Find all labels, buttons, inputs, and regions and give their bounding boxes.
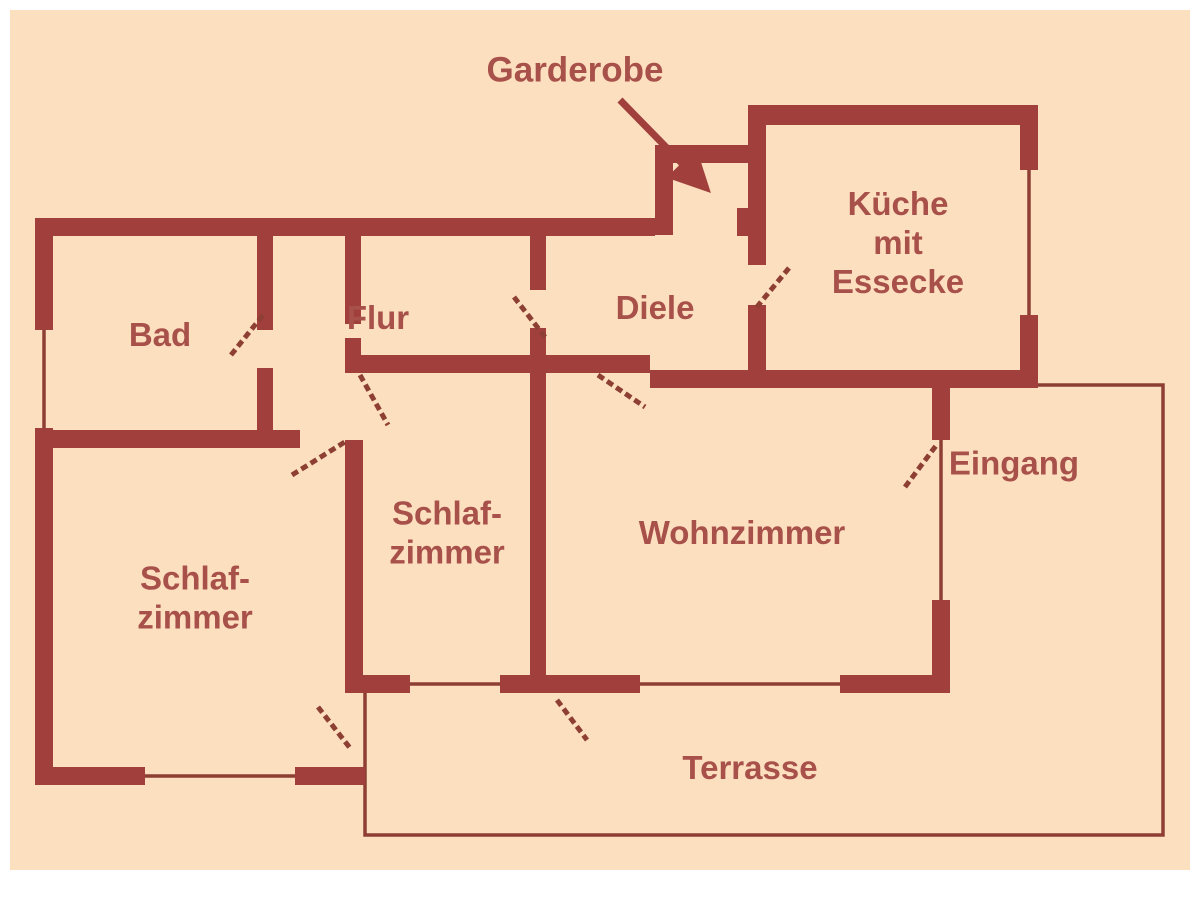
wall-kueche-right-upper [1020,105,1038,170]
room-label-line: zimmer [137,598,253,635]
room-label-diele: Diele [616,289,695,326]
wall-eingang-upper [932,388,950,440]
room-label-line: Küche [848,185,949,222]
wall-wohnzimmer-bottom [840,675,950,693]
door-diele-west [512,295,547,339]
wall-kueche-left-lower [748,305,766,373]
room-label-bad: Bad [129,316,191,353]
wall-schlafmitte-bottom-r [500,675,640,693]
wall-diele-left-upper [530,230,546,290]
room-label-schlafzimmer-links: Schlaf-zimmer [137,559,253,635]
callout-label-eingang: Eingang [949,445,1079,482]
door-bad [229,313,265,357]
room-label-line: Terrasse [682,749,817,786]
wall-kueche-top [748,105,1038,125]
door-schlafmitte [290,437,350,478]
door-flur-south [357,373,391,427]
room-label-schlafzimmer-mitte: Schlaf-zimmer [389,494,505,570]
room-label-wohnzimmer: Wohnzimmer [639,514,846,551]
room-label-line: Essecke [832,263,964,300]
terrace-boundary [363,383,1165,837]
wall-flur-corner [345,338,361,373]
door-swings-layer [229,266,791,750]
room-label-flur: Flur [347,299,409,336]
windows-layer [42,170,1031,778]
door-terrasse-left [316,705,352,750]
wall-schlafmitte-left [345,440,363,690]
wall-bad-right-lower [257,368,273,446]
callout-arrow-garderobe [617,97,711,194]
walls-layer [35,105,1038,785]
room-label-line: Schlaf- [140,559,250,596]
room-label-terrasse: Terrasse [682,749,817,786]
room-label-line: Bad [129,316,191,353]
wall-kueche-right-lower [1020,315,1038,375]
wall-flur-left [345,230,361,324]
door-wohnzimmer [596,372,647,410]
door-terrasse-mid [555,698,589,742]
wall-kueche-bottom [650,370,1038,388]
wall-corridor-bottom [530,355,650,373]
outer-wall-top-bad-flur [35,218,655,236]
terrace-outline-layer [363,383,1165,837]
wall-flur-bottom [345,355,545,373]
wall-bad-bottom [35,430,300,448]
wall-schlaflinks-bottom-r [295,767,365,785]
room-label-line: zimmer [389,533,505,570]
wall-schlafmitte-bottom-l [345,675,410,693]
wall-bad-right-upper [257,230,273,330]
room-label-line: mit [873,224,923,261]
room-label-line: Diele [616,289,695,326]
room-label-line: Schlaf- [392,494,502,531]
room-label-line: Flur [347,299,409,336]
room-label-line: Wohnzimmer [639,514,846,551]
wall-eingang-lower [932,600,950,682]
wall-center-vertical [530,355,546,677]
outer-wall-left-lower [35,428,53,785]
callout-label-garderobe: Garderobe [487,50,664,89]
wall-schlaflinks-bottom [35,767,145,785]
wall-kueche-left-upper [748,105,766,265]
door-kueche [754,266,791,310]
callout-leader-eingang [903,441,940,489]
outer-wall-left-upper [35,218,53,330]
